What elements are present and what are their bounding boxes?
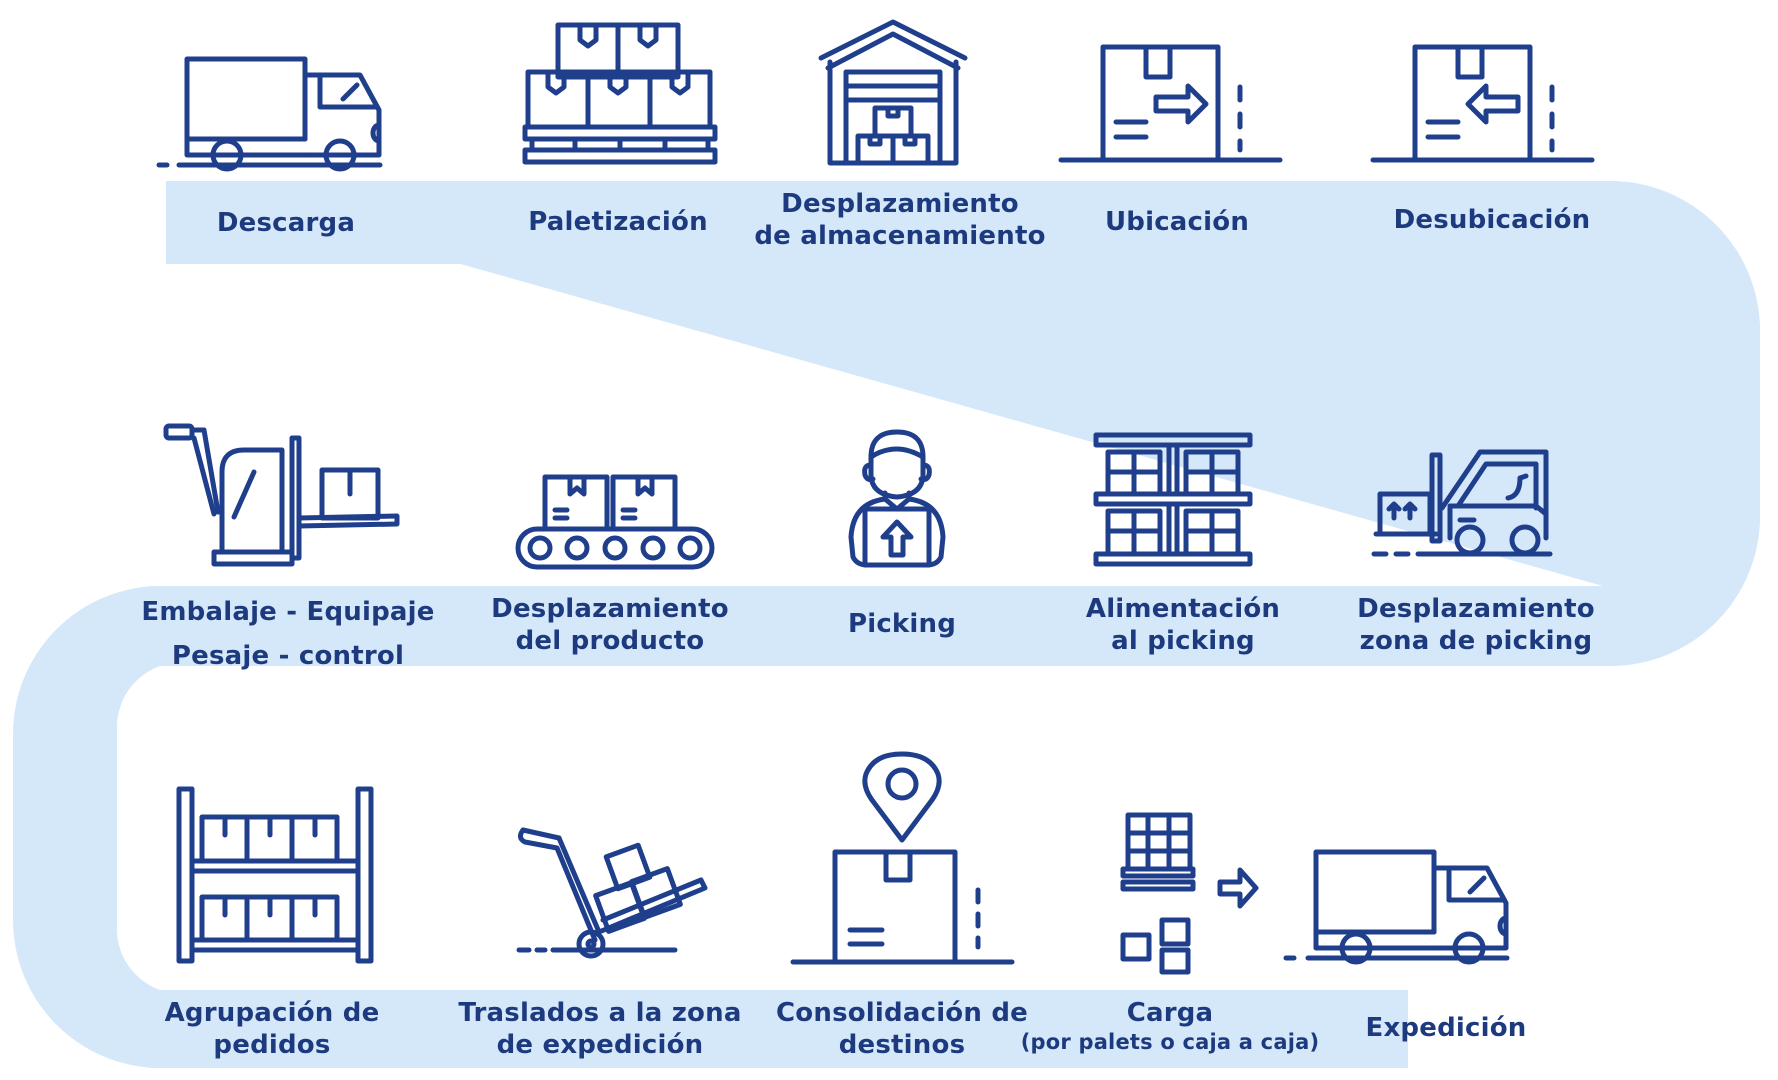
shelving-icon — [175, 785, 375, 965]
forklift-icon — [1370, 448, 1570, 563]
step-label-desplazamiento-zona-picking: Desplazamiento zona de picking — [1357, 593, 1595, 657]
band-row-1 — [166, 181, 1616, 264]
worker-holding-box-icon — [843, 427, 951, 569]
label-line: del producto — [515, 626, 705, 656]
pallet-stacker-icon — [162, 422, 402, 567]
band-curve-left — [13, 586, 160, 1068]
label-line: Alimentación — [1085, 594, 1281, 624]
storage-rack-icon — [1093, 432, 1253, 567]
step-label-agrupacion-pedidos: Agrupación de pedidos — [165, 997, 380, 1061]
step-label-desubicacion: Desubicación — [1394, 204, 1591, 236]
pallet-and-boxes-to-truck-icon — [1118, 812, 1259, 975]
delivery-truck-icon — [155, 55, 385, 172]
label-line: Ubicación — [1104, 207, 1250, 237]
label-line: Traslados a la zona — [458, 998, 742, 1028]
label-line: Embalaje - Equipaje — [141, 597, 435, 627]
step-label-desplazamiento-producto: Desplazamiento del producto — [491, 593, 729, 657]
step-label-descarga: Descarga — [217, 207, 355, 239]
label-subtext: (por palets o caja a caja) — [1020, 1030, 1320, 1054]
label-line: Descarga — [216, 208, 356, 238]
delivery-truck-icon-expedition — [1282, 848, 1512, 965]
step-label-paletizacion: Paletización — [528, 206, 708, 238]
label-line: Agrupación de — [164, 998, 380, 1028]
label-line: Desplazamiento — [781, 189, 1019, 219]
label-line: de almacenamiento — [754, 221, 1046, 251]
step-label-ubicacion: Ubicación — [1105, 206, 1249, 238]
label-line: Desplazamiento — [491, 594, 729, 624]
step-label-embalaje-pesaje: Embalaje - Equipaje Pesaje - control — [141, 590, 434, 678]
step-label-carga: Carga (por palets o caja a caja) — [1021, 997, 1320, 1055]
label-line: Desubicación — [1393, 205, 1591, 235]
step-label-traslados-expedicion: Traslados a la zona de expedición — [458, 997, 741, 1061]
label-line: zona de picking — [1359, 626, 1593, 656]
step-label-consolidacion-destinos: Consolidación de destinos — [776, 997, 1028, 1061]
warehouse-icon — [818, 19, 968, 166]
box-location-pin-icon — [790, 751, 1015, 967]
band-row-2 — [150, 586, 1616, 666]
step-label-desplazamiento-almacenamiento: Desplazamiento de almacenamiento — [754, 188, 1045, 252]
label-line: Picking — [847, 609, 957, 639]
flow-band-path — [166, 181, 1760, 666]
label-line: Expedición — [1365, 1013, 1527, 1043]
label-line: al picking — [1111, 626, 1255, 656]
label-line: Desplazamiento — [1357, 594, 1595, 624]
box-arrow-right-icon — [1058, 42, 1283, 167]
label-line: destinos — [838, 1030, 966, 1060]
conveyor-belt-icon — [515, 472, 715, 570]
label-line: Pesaje - control — [171, 641, 405, 671]
step-label-expedicion: Expedición — [1366, 1012, 1527, 1044]
palletized-boxes-icon — [520, 22, 720, 165]
label-line: Paletización — [528, 207, 708, 237]
step-label-alimentacion-picking: Alimentación al picking — [1086, 593, 1280, 657]
band-row-3 — [150, 990, 1408, 1068]
label-line: de expedición — [496, 1030, 704, 1060]
box-arrow-left-icon — [1370, 42, 1595, 167]
step-label-picking: Picking — [848, 608, 956, 640]
hand-truck-icon — [515, 822, 710, 962]
label-line: pedidos — [213, 1030, 331, 1060]
label-line: Carga — [1126, 998, 1214, 1028]
label-line: Consolidación de — [776, 998, 1028, 1028]
band-curve-right — [1610, 181, 1760, 666]
